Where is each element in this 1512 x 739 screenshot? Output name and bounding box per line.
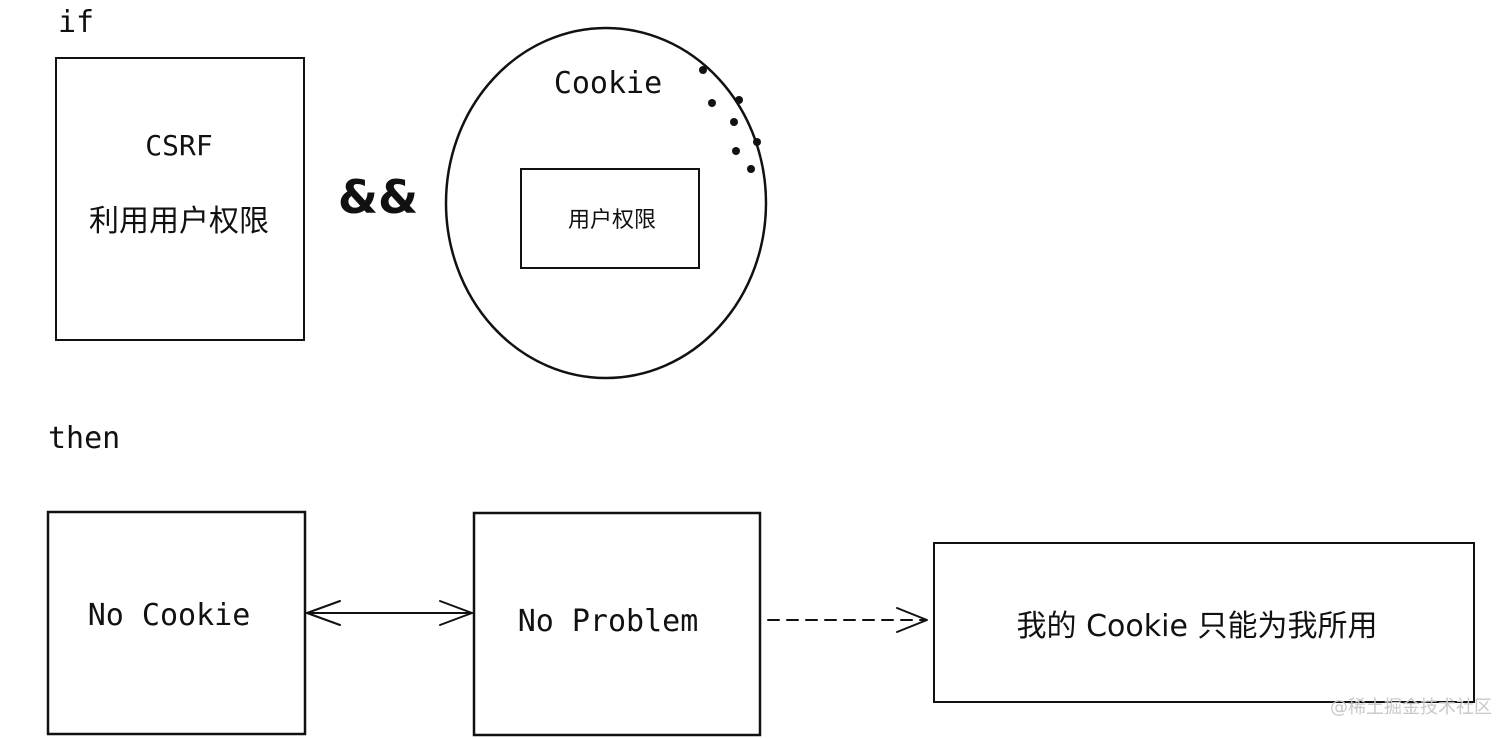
crumb-dot <box>747 165 755 173</box>
inner-permission-label: 用户权限 <box>567 208 657 233</box>
crumb-dot <box>699 66 707 74</box>
cookie-crumbs <box>699 66 761 173</box>
cookie-circle <box>444 26 768 380</box>
and-operator: && <box>337 170 419 224</box>
no-problem-box <box>472 511 762 737</box>
dashed-arrow <box>767 607 928 633</box>
no-cookie-label: No Cookie <box>87 598 251 633</box>
csrf-box <box>55 57 305 341</box>
inner-permission-box <box>520 168 700 269</box>
then-label: then <box>48 421 121 456</box>
result-label: 我的 Cookie 只能为我所用 <box>1016 609 1378 644</box>
no-problem-label: No Problem <box>517 604 699 639</box>
no-cookie-box <box>46 510 307 736</box>
if-label: if <box>58 5 95 40</box>
watermark: @稀土掘金技术社区 <box>1330 697 1492 718</box>
cookie-title: Cookie <box>553 66 663 101</box>
csrf-title: CSRF <box>145 129 213 162</box>
crumb-dot <box>730 118 738 126</box>
crumb-dot <box>753 138 761 146</box>
csrf-subtitle: 利用用户权限 <box>89 204 269 239</box>
double-arrow <box>306 600 473 626</box>
result-box <box>933 542 1475 703</box>
crumb-dot <box>735 96 743 104</box>
crumb-dot <box>732 147 740 155</box>
crumb-dot <box>708 99 716 107</box>
